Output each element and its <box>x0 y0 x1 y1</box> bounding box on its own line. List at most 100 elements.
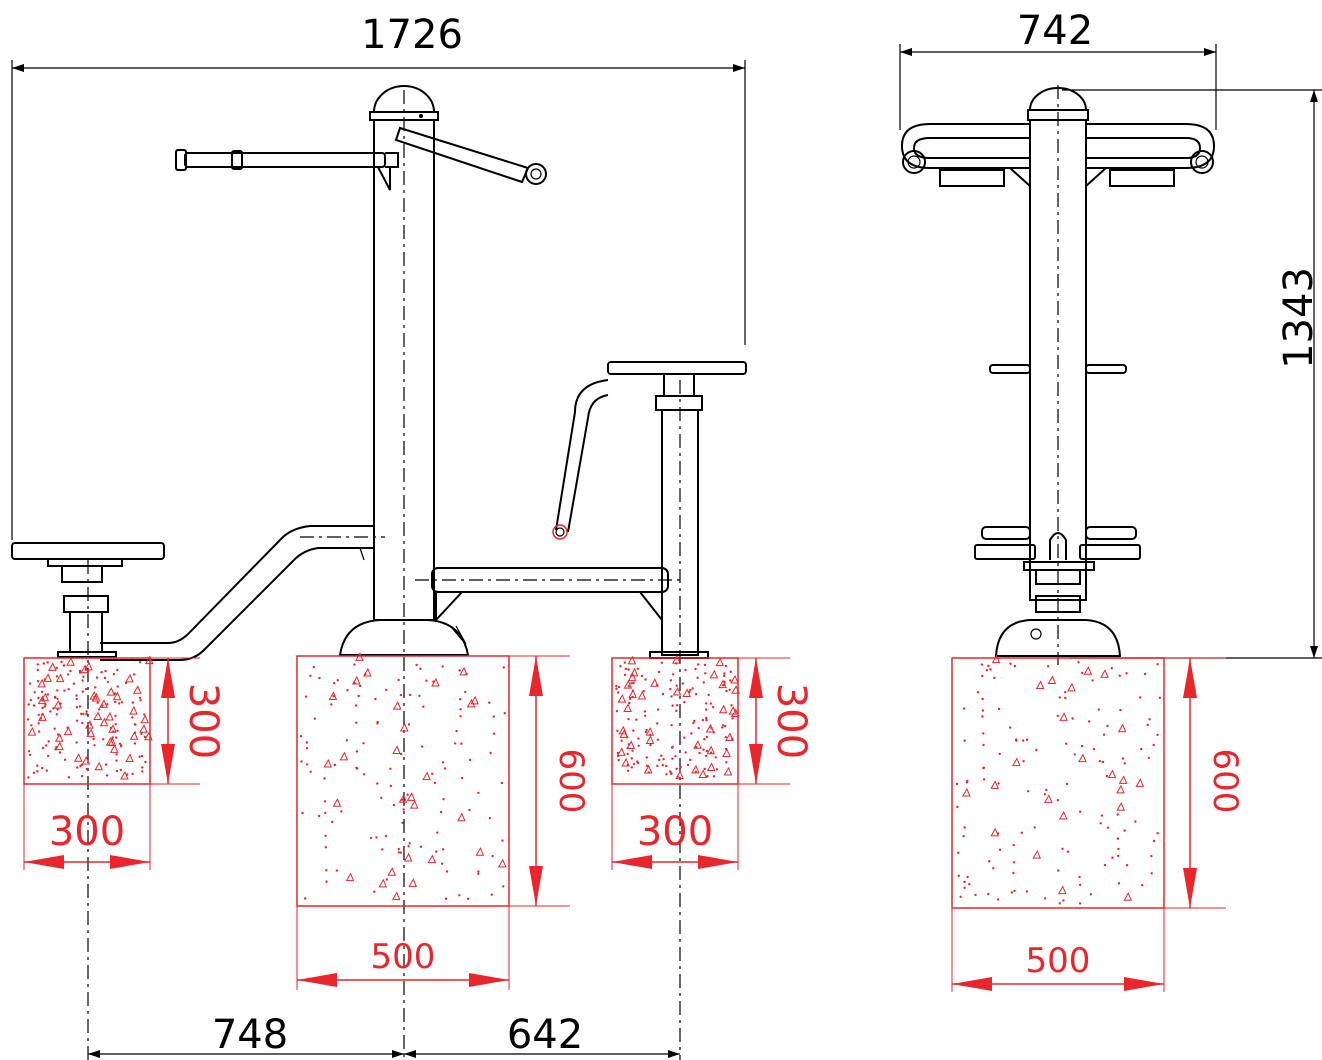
front-footing-width-label: 500 <box>1026 941 1091 981</box>
concrete-speck <box>119 745 123 748</box>
concrete-speck <box>671 704 674 707</box>
concrete-speck <box>82 712 85 716</box>
concrete-speck <box>628 697 632 700</box>
concrete-aggregate <box>355 652 364 661</box>
concrete-aggregate <box>387 867 397 876</box>
concrete-speck <box>489 751 492 755</box>
concrete-speck <box>615 687 618 690</box>
concrete-speck <box>115 769 119 773</box>
concrete-speck <box>63 758 67 761</box>
concrete-speck <box>415 663 418 667</box>
concrete-speck <box>355 721 358 724</box>
concrete-aggregate <box>1035 680 1045 689</box>
concrete-speck <box>459 715 462 718</box>
concrete-speck <box>647 771 650 774</box>
concrete-speck <box>1058 902 1062 905</box>
concrete-speck <box>669 687 672 691</box>
concrete-speck <box>1141 884 1144 887</box>
concrete-speck <box>58 751 62 754</box>
concrete-aggregate <box>962 787 971 797</box>
concrete-aggregate <box>129 705 138 715</box>
concrete-speck <box>670 772 673 776</box>
concrete-speck <box>143 735 147 739</box>
concrete-speck <box>47 740 50 743</box>
concrete-speck <box>617 685 621 689</box>
concrete-speck <box>976 691 980 694</box>
concrete-speck <box>981 715 984 718</box>
concrete-speck <box>724 736 727 739</box>
concrete-speck <box>56 708 59 711</box>
concrete-speck <box>29 699 32 702</box>
concrete-speck <box>645 764 649 767</box>
concrete-aggregate <box>619 729 629 738</box>
concrete-speck <box>630 757 633 760</box>
concrete-speck <box>67 776 71 779</box>
concrete-speck <box>36 663 39 666</box>
concrete-aggregate <box>691 764 700 774</box>
concrete-aggregate <box>351 675 361 685</box>
concrete-speck <box>312 665 315 669</box>
concrete-aggregate <box>722 748 731 757</box>
concrete-speck <box>46 661 49 664</box>
concrete-aggregate <box>645 735 655 744</box>
concrete-speck <box>75 697 78 701</box>
concrete-aggregate <box>1123 892 1132 901</box>
concrete-speck <box>305 741 309 744</box>
concrete-speck <box>627 685 630 688</box>
concrete-aggregate <box>1118 775 1128 784</box>
concrete-aggregate <box>48 662 57 671</box>
concrete-speck <box>627 718 630 721</box>
concrete-speck <box>118 702 121 705</box>
concrete-speck <box>460 776 464 780</box>
concrete-speck <box>299 735 303 738</box>
concrete-speck <box>1143 672 1147 676</box>
concrete-speck <box>1117 854 1120 858</box>
concrete-speck <box>357 694 360 698</box>
concrete-speck <box>1009 662 1012 665</box>
concrete-speck <box>374 697 377 701</box>
concrete-speck <box>78 705 82 708</box>
concrete-speck <box>27 703 30 706</box>
concrete-speck <box>635 718 638 721</box>
concrete-speck <box>353 663 356 666</box>
concrete-aggregate <box>93 711 102 720</box>
concrete-speck <box>1117 847 1120 851</box>
concrete-speck <box>674 755 677 758</box>
concrete-speck <box>407 723 411 726</box>
concrete-speck <box>53 696 57 699</box>
front-height-dimension: 1343 <box>1062 89 1322 659</box>
concrete-aggregate <box>38 712 47 721</box>
concrete-speck <box>962 835 965 838</box>
concrete-speck <box>37 696 40 700</box>
concrete-speck <box>304 897 307 900</box>
concrete-speck <box>987 664 990 668</box>
concrete-speck <box>1012 843 1015 847</box>
concrete-aggregate <box>86 728 95 738</box>
concrete-speck <box>645 728 648 732</box>
concrete-speck <box>982 743 985 747</box>
concrete-aggregate <box>345 872 355 882</box>
concrete-aggregate <box>637 690 647 700</box>
concrete-speck <box>397 847 400 851</box>
concrete-speck <box>116 729 119 732</box>
concrete-speck <box>684 668 687 672</box>
concrete-speck <box>963 886 966 889</box>
right-post-width-label: 300 <box>637 809 713 855</box>
concrete-speck <box>419 667 422 670</box>
concrete-aggregate <box>89 691 99 700</box>
concrete-speck <box>420 745 424 748</box>
concrete-speck <box>627 668 630 671</box>
concrete-speck <box>375 836 378 839</box>
concrete-speck <box>1013 889 1016 893</box>
concrete-speck <box>55 713 58 716</box>
concrete-speck <box>119 768 123 772</box>
concrete-speck <box>1125 672 1128 675</box>
concrete-speck <box>714 756 717 759</box>
concrete-speck <box>670 695 673 698</box>
main-footing: 600 500 <box>296 652 591 990</box>
concrete-speck <box>1035 748 1038 752</box>
concrete-speck <box>45 744 48 747</box>
concrete-speck <box>82 675 85 678</box>
concrete-speck <box>1065 742 1068 745</box>
concrete-speck <box>78 669 82 673</box>
